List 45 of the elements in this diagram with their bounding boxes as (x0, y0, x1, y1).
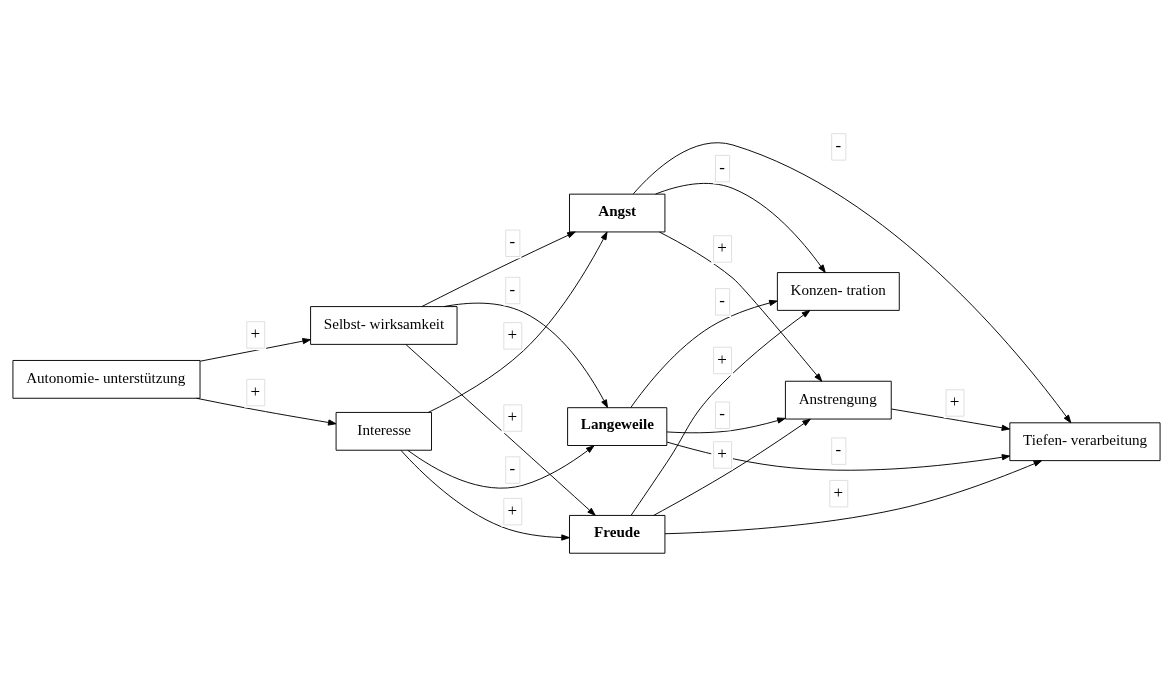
edge-label: + (949, 391, 960, 411)
arrow (427, 231, 608, 413)
edge-label: + (717, 349, 727, 369)
arrow (891, 408, 1011, 431)
edge-label: + (507, 500, 518, 520)
edge-label: + (717, 237, 727, 257)
edge-label: + (507, 324, 518, 344)
node-box: Freude (569, 514, 666, 554)
arrow (199, 337, 311, 362)
edge-label: - (509, 458, 516, 478)
edge-label: + (833, 482, 844, 502)
arrow (658, 231, 823, 382)
edge-label: + (717, 443, 727, 463)
arrow (421, 231, 576, 307)
edge-label: + (250, 381, 261, 401)
node-box: Interesse (335, 411, 432, 451)
edge-label: - (509, 231, 516, 251)
arrow (664, 459, 1043, 534)
edge-label: + (507, 406, 518, 426)
edge-label: - (835, 135, 842, 155)
node-box: Angst (569, 193, 666, 232)
arrow (400, 449, 570, 541)
node-box: Autonomie- unterstützung (12, 359, 201, 399)
arrow (666, 416, 786, 433)
node-box: Selbst- wirksamkeit (310, 305, 458, 345)
arrow (407, 444, 595, 489)
arrow (196, 397, 337, 426)
arrow (443, 302, 608, 408)
arrow (632, 141, 1072, 423)
node-box: Tiefen- verarbeitung (1009, 421, 1161, 461)
node-box: Konzen- tration (776, 271, 900, 311)
arrow (653, 418, 811, 516)
edge-label: + (250, 323, 261, 343)
arrow (666, 441, 1011, 471)
edge-label: - (509, 279, 516, 299)
edge-label: - (719, 403, 725, 423)
edge-label: - (719, 290, 725, 310)
arrow (630, 299, 778, 408)
arrow (655, 182, 826, 273)
arrow (630, 309, 811, 516)
edge-label: - (719, 157, 725, 177)
edge-label: - (835, 439, 842, 459)
node-box: Anstrengung (784, 380, 892, 419)
arrow (405, 343, 596, 516)
node-box: Langeweile (567, 406, 668, 446)
